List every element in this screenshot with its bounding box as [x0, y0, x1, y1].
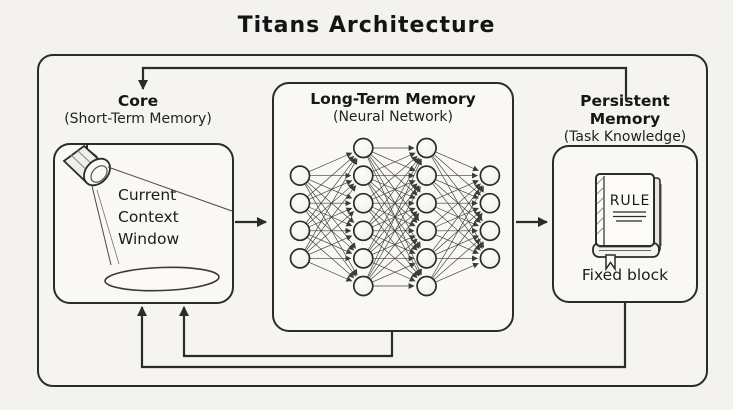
arrow-bottom-outer-feedback	[137, 303, 627, 369]
core-subtitle: (Short-Term Memory)	[64, 111, 212, 127]
persistent-memory-subtitle: (Task Knowledge)	[563, 129, 687, 145]
current-context-window-label: Current Context Window	[118, 186, 180, 248]
long-term-memory-subtitle: (Neural Network)	[332, 109, 453, 125]
bookmark-ribbon	[605, 254, 616, 272]
network-node	[479, 192, 501, 214]
network-node	[416, 248, 437, 269]
network-node	[352, 248, 374, 269]
light-beams	[91, 166, 233, 266]
arrow-bottom-inner-feedback	[179, 306, 394, 358]
diagram-title: Titans Architecture	[237, 13, 496, 38]
book-icon: RULE	[592, 173, 662, 272]
network-node	[352, 220, 374, 242]
long-term-memory-heading: Long-Term Memory (Neural Network)	[272, 90, 514, 126]
light-pool-ellipse	[104, 266, 220, 292]
network-node	[352, 165, 374, 186]
persistent-memory-title: Persistent Memory	[580, 92, 670, 128]
network-node	[352, 192, 374, 214]
network-node	[352, 275, 374, 297]
network-node	[289, 165, 311, 186]
network-node	[416, 220, 437, 242]
core-title: Core	[117, 92, 159, 110]
network-node	[352, 137, 374, 159]
network-node	[416, 165, 437, 186]
persistent-memory-heading: Persistent Memory (Task Knowledge)	[543, 92, 707, 146]
fixed-block-label: Fixed block	[581, 266, 669, 284]
network-node	[416, 192, 437, 214]
network-node	[416, 275, 437, 297]
long-term-memory-title: Long-Term Memory	[310, 90, 476, 108]
network-node	[479, 248, 501, 269]
neural-network-icon	[289, 137, 501, 297]
network-node	[479, 220, 501, 242]
network-node	[479, 165, 501, 186]
core-heading: Core (Short-Term Memory)	[38, 92, 238, 128]
network-node	[289, 248, 311, 269]
spotlight-icon	[62, 144, 111, 187]
network-node	[289, 220, 311, 242]
book-rule-label: RULE	[610, 193, 651, 209]
network-node	[416, 137, 437, 159]
network-node	[289, 192, 311, 214]
arrow-top-feedback	[138, 66, 628, 100]
